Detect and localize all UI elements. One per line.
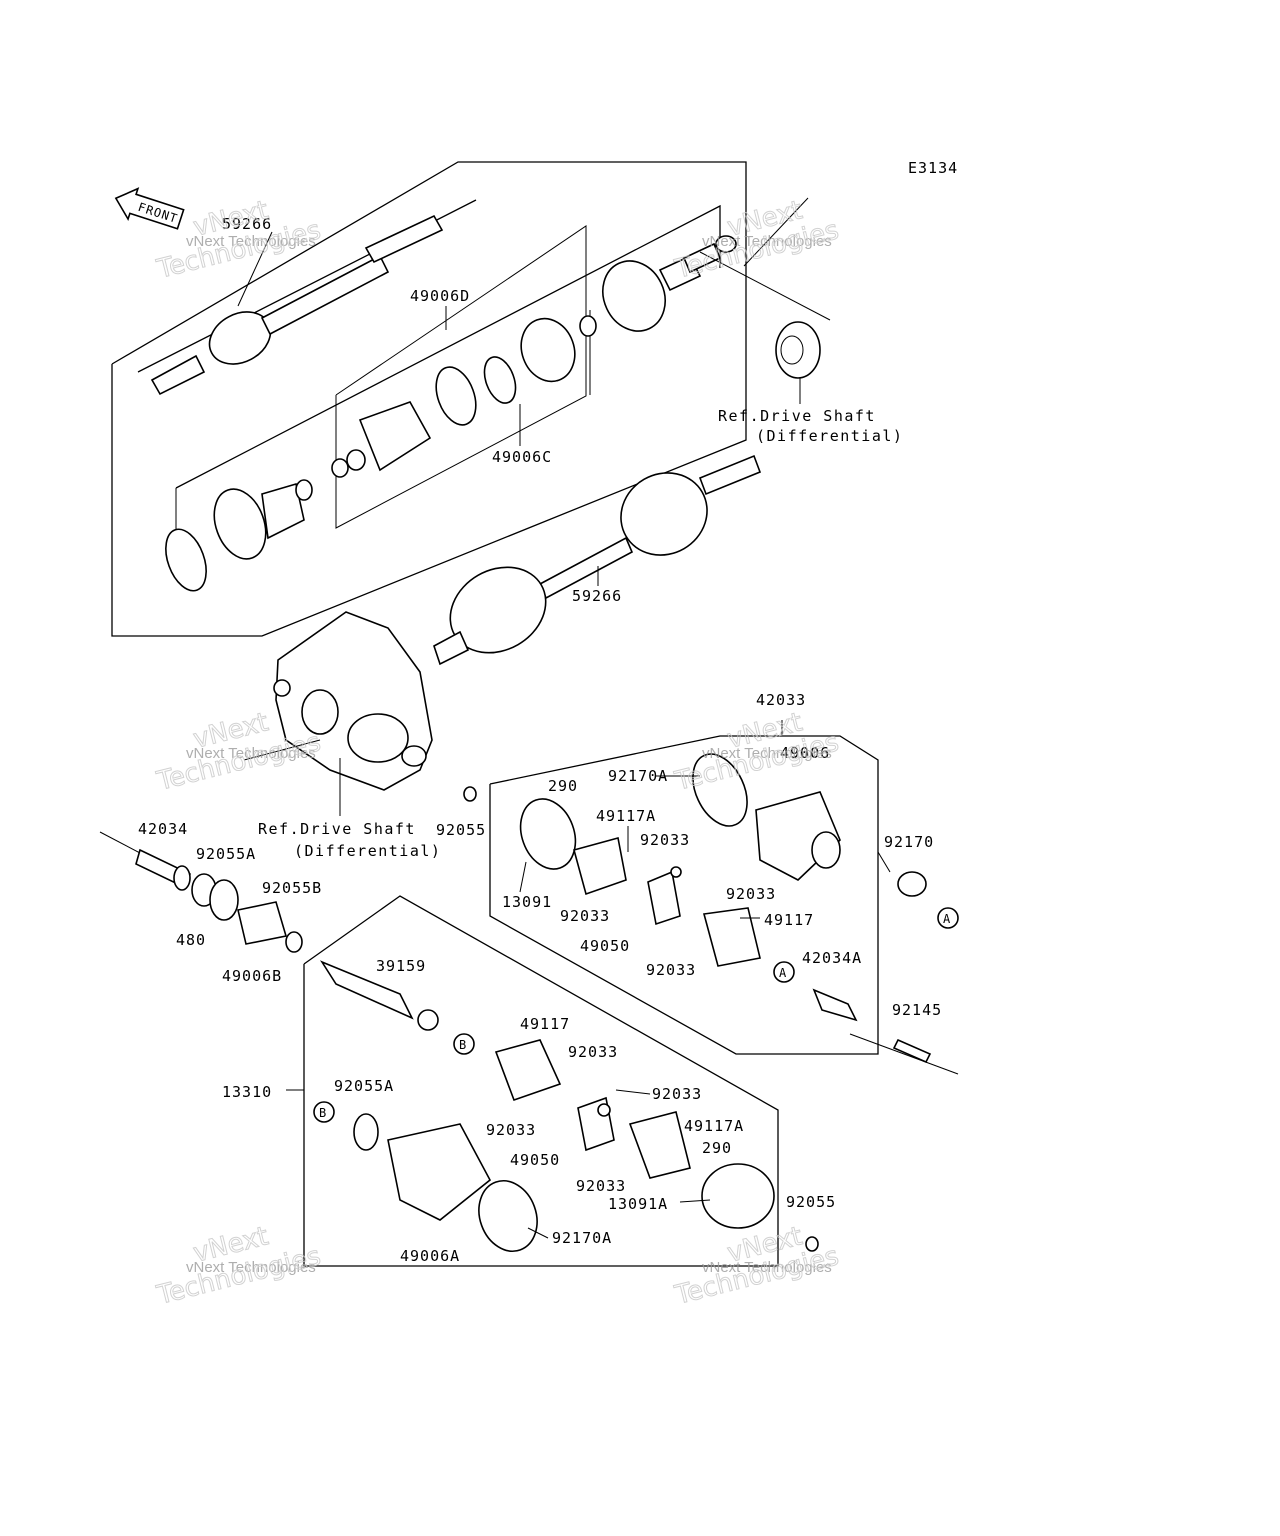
label-ref-mid-2: (Differential) xyxy=(294,842,441,860)
callout-a-mid: A xyxy=(773,961,795,983)
left-small-parts xyxy=(135,786,477,953)
label-290-b: 290 xyxy=(702,1139,732,1157)
label-92055A-a: 92055A xyxy=(196,845,256,863)
label-59266-top: 59266 xyxy=(222,215,272,233)
svg-text:B: B xyxy=(459,1038,467,1052)
rear-joint-box xyxy=(286,895,779,1267)
watermark-bottom-left: vNext Technologies vNext Technologies xyxy=(153,1221,324,1312)
label-42033: 42033 xyxy=(756,691,806,709)
callout-b-lower: B xyxy=(313,1101,335,1123)
differential-housing xyxy=(243,611,433,816)
watermark-top-right: vNext Technologies vNext Technologies xyxy=(671,195,842,286)
label-49050-a: 49050 xyxy=(580,937,630,955)
front-joint-parts xyxy=(519,753,932,1064)
label-92033-a2: 92033 xyxy=(726,885,776,903)
front-arrow-icon: FRONT xyxy=(114,187,185,230)
label-39159: 39159 xyxy=(376,957,426,975)
label-42034A: 42034A xyxy=(802,949,862,967)
label-49117-b: 49117 xyxy=(520,1015,570,1033)
label-49117A-a: 49117A xyxy=(596,807,656,825)
label-49117A-b: 49117A xyxy=(684,1117,744,1135)
label-13310: 13310 xyxy=(222,1083,272,1101)
svg-text:A: A xyxy=(943,912,951,926)
svg-text:vNext Technologies: vNext Technologies xyxy=(186,233,316,250)
watermark-mid-right: vNext Technologies vNext Technologies xyxy=(671,707,842,798)
label-92170A-b: 92170A xyxy=(552,1229,612,1247)
label-290-a: 290 xyxy=(548,777,578,795)
label-92033-b3: 92033 xyxy=(486,1121,536,1139)
label-49006A: 49006A xyxy=(400,1247,460,1265)
label-92170: 92170 xyxy=(884,833,934,851)
svg-text:vNext Technologies: vNext Technologies xyxy=(186,745,316,762)
diagram-code: E3134 xyxy=(908,159,958,177)
outer-cv-joint xyxy=(602,197,831,332)
leader-lines xyxy=(237,231,891,1239)
top-axle-shaft xyxy=(137,199,477,396)
label-92033-b4: 92033 xyxy=(576,1177,626,1195)
top-cv-parts xyxy=(165,315,597,592)
label-92055-b: 92055 xyxy=(786,1193,836,1211)
svg-text:vNext Technologies: vNext Technologies xyxy=(702,1259,832,1276)
label-ref-top-1: Ref.Drive Shaft xyxy=(718,407,876,425)
svg-text:vNext Technologies: vNext Technologies xyxy=(186,1259,316,1276)
callout-a-right: A xyxy=(937,907,959,929)
part-labels: 59266 49006D 49006C 59266 Ref.Drive Shaf… xyxy=(138,215,942,1265)
label-92033-b1: 92033 xyxy=(568,1043,618,1061)
label-13091A: 13091A xyxy=(608,1195,668,1213)
svg-text:vNext Technologies: vNext Technologies xyxy=(702,745,832,762)
label-92033-a1: 92033 xyxy=(640,831,690,849)
label-49006C: 49006C xyxy=(492,448,552,466)
svg-text:A: A xyxy=(779,966,787,980)
label-92055B: 92055B xyxy=(262,879,322,897)
label-49006B: 49006B xyxy=(222,967,282,985)
svg-text:B: B xyxy=(319,1106,327,1120)
label-ref-mid-1: Ref.Drive Shaft xyxy=(258,820,416,838)
label-92033-b2: 92033 xyxy=(652,1085,702,1103)
label-49006: 49006 xyxy=(780,744,830,762)
label-49117-a: 49117 xyxy=(764,911,814,929)
label-13091: 13091 xyxy=(502,893,552,911)
middle-axle-shaft xyxy=(433,454,762,666)
svg-text:vNext Technologies: vNext Technologies xyxy=(702,233,832,250)
label-49050-b: 49050 xyxy=(510,1151,560,1169)
callout-b-upper: B xyxy=(453,1033,475,1055)
label-92055A-b: 92055A xyxy=(334,1077,394,1095)
label-92055-a: 92055 xyxy=(436,821,486,839)
differential-gear xyxy=(775,321,821,404)
rear-joint-parts xyxy=(319,960,819,1252)
label-92145: 92145 xyxy=(892,1001,942,1019)
label-49006D: 49006D xyxy=(410,287,470,305)
label-ref-top-2: (Differential) xyxy=(756,427,903,445)
label-92033-a3: 92033 xyxy=(560,907,610,925)
label-59266-mid: 59266 xyxy=(572,587,622,605)
label-92170A: 92170A xyxy=(608,767,668,785)
label-480: 480 xyxy=(176,931,206,949)
label-42034: 42034 xyxy=(138,820,188,838)
label-92033-a4: 92033 xyxy=(646,961,696,979)
